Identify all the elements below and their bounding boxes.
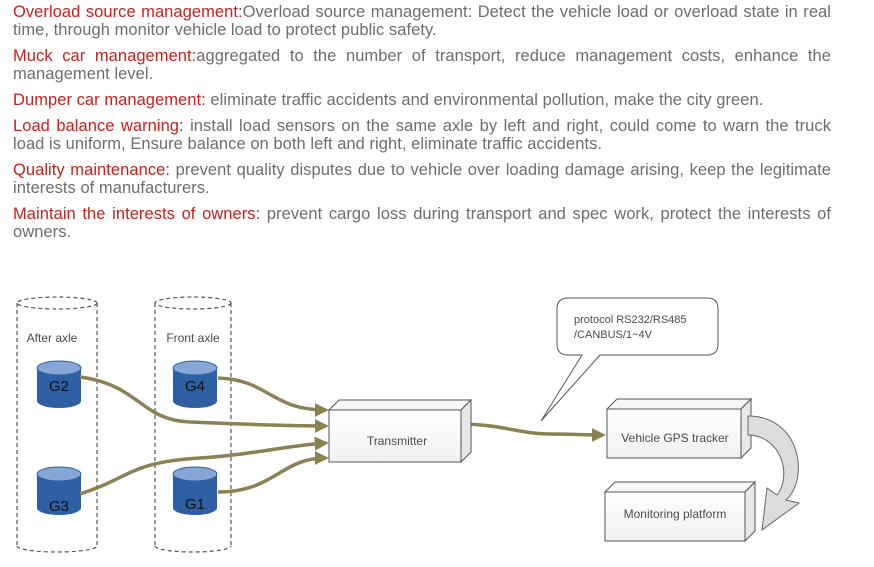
gps-tracker-label: Vehicle GPS tracker (621, 431, 728, 445)
monitoring-platform-box: Monitoring platform (603, 480, 757, 543)
connector-g2 (79, 375, 329, 433)
curved-arrow-icon (747, 415, 801, 532)
feature-muck-car: Muck car management:aggregated to the nu… (13, 47, 831, 83)
transmitter-label: Transmitter (367, 434, 427, 448)
transmitter-box: Transmitter (327, 398, 473, 464)
feature-text: prevent cargo loss during transport and … (13, 205, 831, 241)
sensor-g3: G3 (36, 466, 82, 515)
sensor-g1-label: G1 (185, 496, 205, 513)
protocol-callout: protocol RS232/RS485 /CANBUS/1~4V (540, 297, 719, 422)
feature-text: eliminate traffic accidents and environm… (205, 91, 764, 109)
connector-g3 (79, 436, 329, 496)
sensor-g1: G1 (172, 466, 218, 515)
feature-owner-interests: Maintain the interests of owners: preven… (13, 205, 831, 241)
feature-overload-source: Overload source management:Overload sour… (13, 3, 831, 39)
feature-text: Overload source management: Detect the v… (13, 3, 831, 39)
sensor-g4-label: G4 (185, 378, 205, 395)
sensor-g2: G2 (36, 360, 82, 408)
connector-transmitter-gps (460, 422, 606, 442)
monitoring-platform-label: Monitoring platform (624, 507, 727, 521)
feature-dumper-car: Dumper car management: eliminate traffic… (13, 91, 831, 109)
feature-load-balance: Load balance warning: install load senso… (13, 117, 831, 153)
feature-text: prevent quality disputes due to vehicle … (13, 161, 831, 197)
sensor-g2-label: G2 (49, 378, 69, 395)
feature-title: Overload source management: (13, 3, 243, 21)
feature-text: install load sensors on the same axle by… (13, 117, 832, 153)
connector-g4 (217, 376, 329, 417)
sensor-g4: G4 (172, 360, 218, 408)
after-axle-label: After axle (27, 331, 78, 345)
callout-line-2: /CANBUS/1~4V (574, 329, 653, 341)
feature-quality-maintenance: Quality maintenance: prevent quality dis… (13, 161, 831, 197)
feature-list: Overload source management:Overload sour… (13, 3, 831, 249)
feature-title: Muck car management: (13, 47, 197, 65)
feature-title: Load balance warning: (13, 117, 184, 135)
feature-title: Quality maintenance: (13, 161, 170, 179)
callout-line-1: protocol RS232/RS485 (574, 314, 687, 326)
sensor-g3-label: G3 (49, 498, 69, 515)
sensor-connectors (79, 375, 606, 496)
gps-tracker-box: Vehicle GPS tracker (605, 397, 753, 460)
after-axle-group: After axle (16, 296, 98, 553)
feature-title: Maintain the interests of owners: (13, 205, 261, 223)
feature-text: aggregated to the number of transport, r… (13, 47, 831, 83)
connector-g1 (217, 451, 329, 494)
front-axle-label: Front axle (166, 331, 220, 345)
feature-title: Dumper car management: (13, 91, 206, 109)
